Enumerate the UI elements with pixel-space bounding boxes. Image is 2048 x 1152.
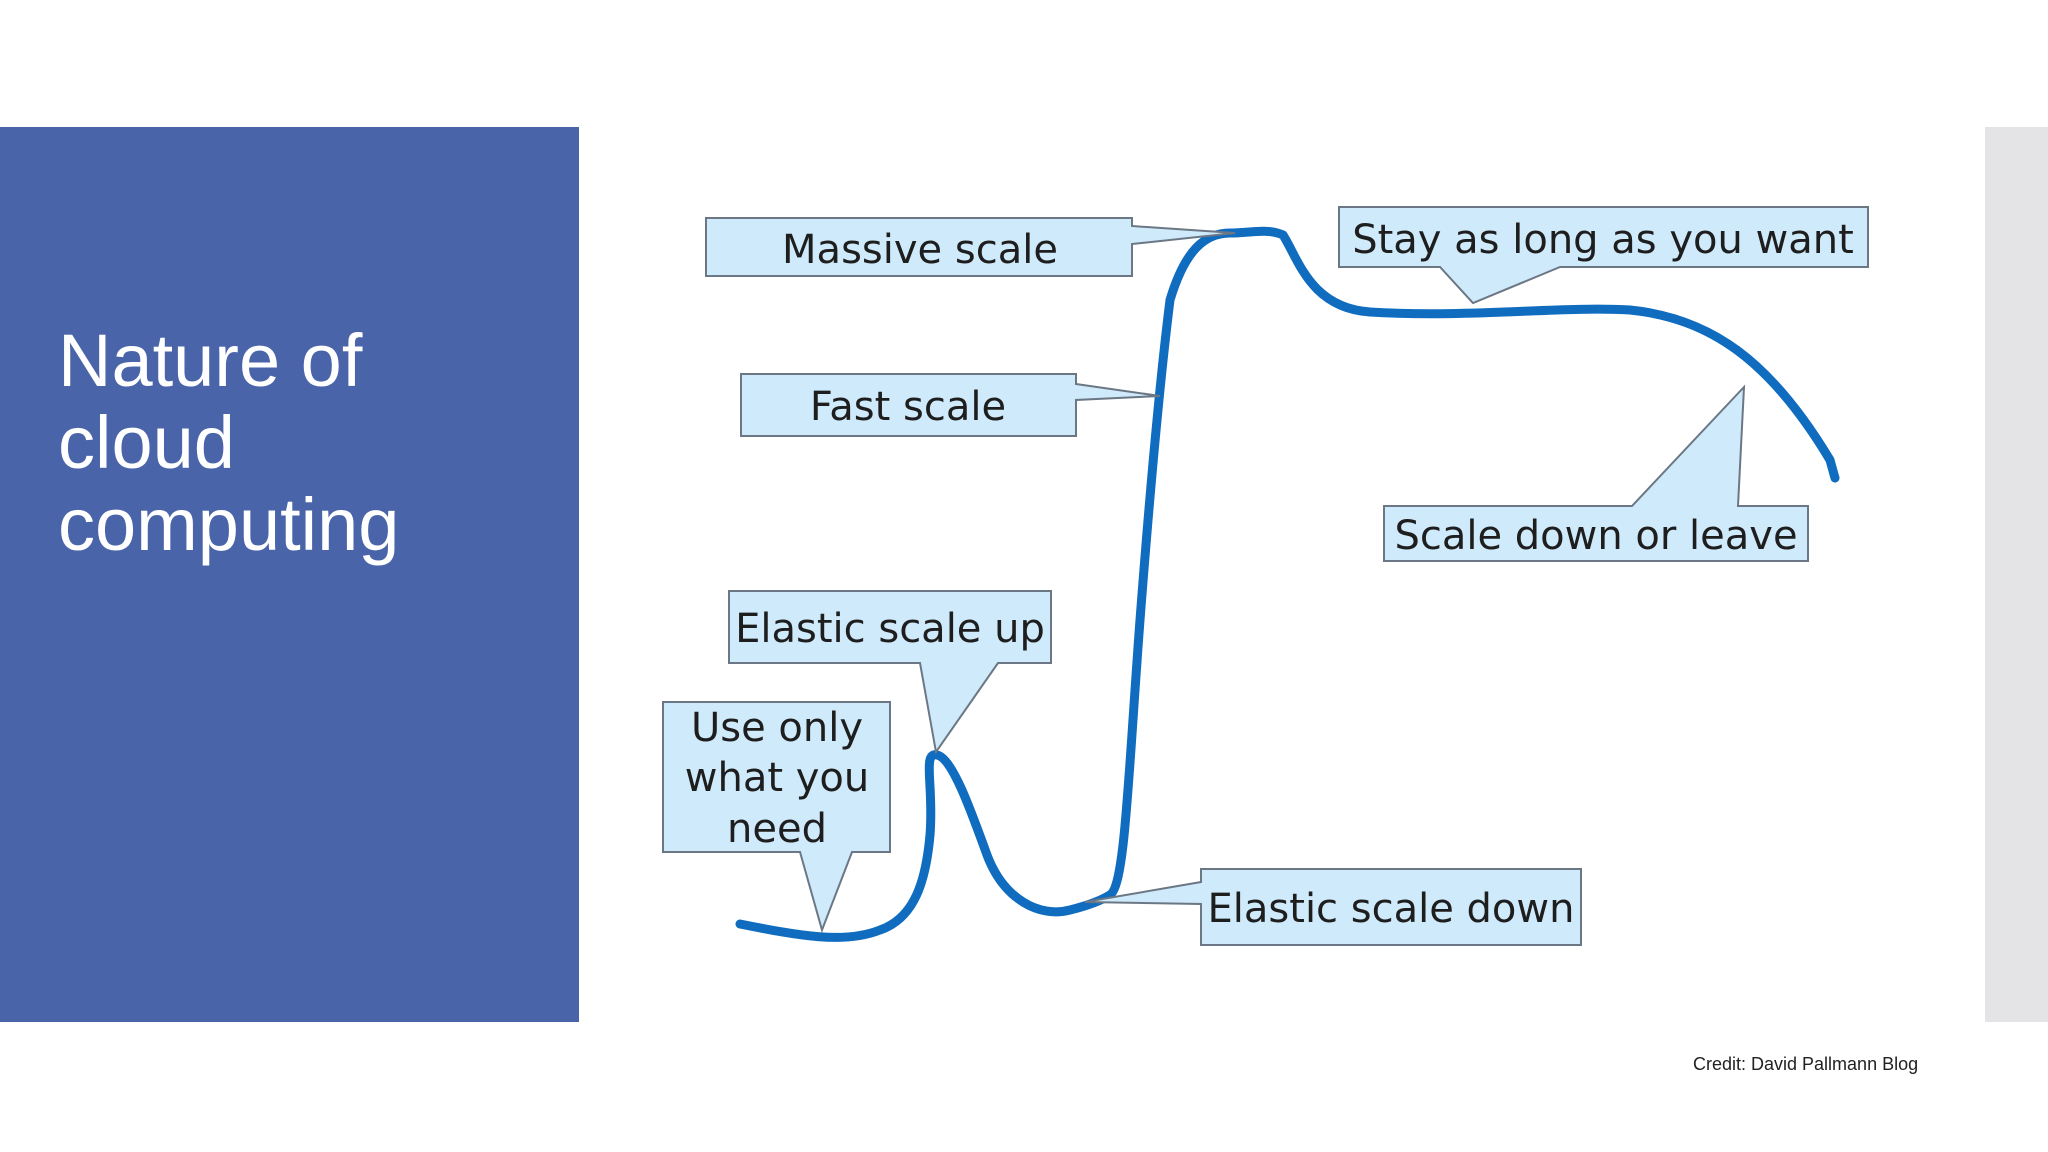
callout-elastic-scale-down: Elastic scale down xyxy=(1084,868,1582,946)
callout-massive-scale-label: Massive scale xyxy=(782,227,1058,273)
title-panel: Nature of cloud computing xyxy=(0,127,579,1022)
callout-use-only-line-1: Use only xyxy=(691,705,863,751)
usage-curve xyxy=(735,226,1840,942)
right-side-strip xyxy=(1985,127,2048,1022)
slide-title: Nature of cloud computing xyxy=(58,320,558,566)
title-line-2: cloud xyxy=(58,401,235,484)
callout-use-only-line-3: need xyxy=(727,806,827,852)
callout-use-only-line-2: what you xyxy=(685,755,869,801)
callout-scale-down-or-leave: Scale down or leave xyxy=(1383,384,1809,562)
callout-fast-scale-label: Fast scale xyxy=(810,384,1006,430)
callout-fast-scale: Fast scale xyxy=(740,373,1161,437)
callout-elastic-scale-down-label: Elastic scale down xyxy=(1208,886,1575,932)
credit-text: Credit: David Pallmann Blog xyxy=(1693,1054,1919,1074)
callout-scale-down-or-leave-label: Scale down or leave xyxy=(1394,513,1797,559)
callout-elastic-scale-up-label: Elastic scale up xyxy=(735,606,1045,652)
title-line-1: Nature of xyxy=(58,319,363,402)
title-line-3: computing xyxy=(58,483,400,566)
callout-use-only-what-you-need: Use only what you need xyxy=(662,701,891,934)
callout-elastic-scale-up: Elastic scale up xyxy=(728,590,1052,755)
callout-stay: Stay as long as you want xyxy=(1338,206,1869,305)
callout-massive-scale: Massive scale xyxy=(705,217,1236,277)
callout-stay-label: Stay as long as you want xyxy=(1352,217,1854,263)
